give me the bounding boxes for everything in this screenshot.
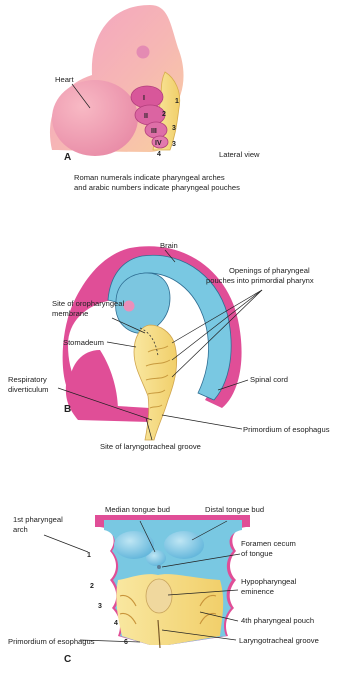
laryngotracheal-site-label: Site of laryngotracheal groove	[100, 442, 201, 451]
floor-yellow	[116, 574, 223, 645]
panel-c: 1 2 3 4 6 Median tongue bud Distal tongu…	[8, 505, 319, 665]
heart-label: Heart	[55, 75, 74, 84]
arch-number-4: 4	[114, 620, 118, 627]
arch-number-3: 3	[98, 603, 102, 610]
esophagus-label: Primordium of esophagus	[243, 425, 330, 434]
caption-line-2: and arabic numbers indicate pharyngeal p…	[74, 183, 240, 192]
first-arch-leader	[44, 535, 88, 552]
foramen-cecum	[157, 565, 161, 569]
arch-ii	[135, 105, 165, 125]
arch-number-1: 1	[87, 552, 91, 559]
panel-c-letter: C	[64, 654, 71, 665]
stomadeum-label: Stomadeum	[63, 338, 104, 347]
resp-label-2: diverticulum	[8, 385, 49, 394]
median-bud-label: Median tongue bud	[105, 505, 170, 514]
brain-label: Brain	[160, 241, 178, 250]
resp-label-1: Respiratory	[8, 375, 47, 384]
arch-label-ii: II	[144, 113, 148, 120]
arch-label-iii: III	[151, 128, 157, 135]
spinal-cord-label: Spinal cord	[250, 375, 288, 384]
distal-tongue-bud-right	[164, 531, 204, 559]
arch-number-2: 2	[90, 583, 94, 590]
openings-label-1: Openings of pharyngeal	[229, 266, 310, 275]
pouch-label-3b: 3	[172, 141, 176, 148]
pouch-label-3a: 3	[172, 125, 176, 132]
foramen-label-1: Foramen cecum	[241, 539, 296, 548]
esophagus-leader	[162, 415, 242, 429]
lateral-view-label: Lateral view	[219, 150, 260, 159]
panel-a: I II III IV 1 2 3 3 4 Heart A Lateral vi…	[50, 5, 260, 192]
pouch-label-2: 2	[162, 111, 166, 118]
distal-bud-label: Distal tongue bud	[205, 505, 264, 514]
otic-region	[137, 46, 150, 59]
esophagus-c-label: Primordium of esophagus	[8, 637, 95, 646]
caption-line-1: Roman numerals indicate pharyngeal arche…	[74, 173, 225, 182]
heart-bulge	[52, 80, 138, 156]
arch-label-iv: IV	[155, 140, 162, 147]
hypo-label-1: Hypopharyngeal	[241, 577, 297, 586]
arch-number-6: 6	[124, 639, 128, 646]
arch-label-i: I	[143, 95, 145, 102]
arch-i	[131, 86, 163, 108]
hypopharyngeal-eminence	[146, 579, 172, 613]
eye-region	[124, 301, 135, 312]
fourth-pouch-label: 4th pharyngeal pouch	[241, 616, 314, 625]
first-arch-label-1: 1st pharyngeal	[13, 515, 63, 524]
oro-label-2: membrane	[52, 309, 88, 318]
openings-label-2: pouches into primordial pharynx	[206, 276, 314, 285]
stomadeum-leader	[107, 342, 136, 347]
pharynx-yellow	[134, 325, 177, 440]
pouch-label-1: 1	[175, 98, 179, 105]
heart-region	[70, 350, 118, 412]
panel-b: Brain Site of oropharyngeal membrane Ope…	[8, 241, 330, 451]
laryngotracheal-label: Laryngotracheal groove	[239, 636, 319, 645]
distal-tongue-bud-left	[114, 531, 154, 559]
oro-label-1: Site of oropharyngeal	[52, 299, 125, 308]
panel-b-letter: B	[64, 404, 71, 415]
pouch-label-4: 4	[157, 151, 161, 158]
panel-a-letter: A	[64, 152, 71, 163]
hypo-label-2: eminence	[241, 587, 274, 596]
foramen-label-2: of tongue	[241, 549, 273, 558]
first-arch-label-2: arch	[13, 525, 28, 534]
